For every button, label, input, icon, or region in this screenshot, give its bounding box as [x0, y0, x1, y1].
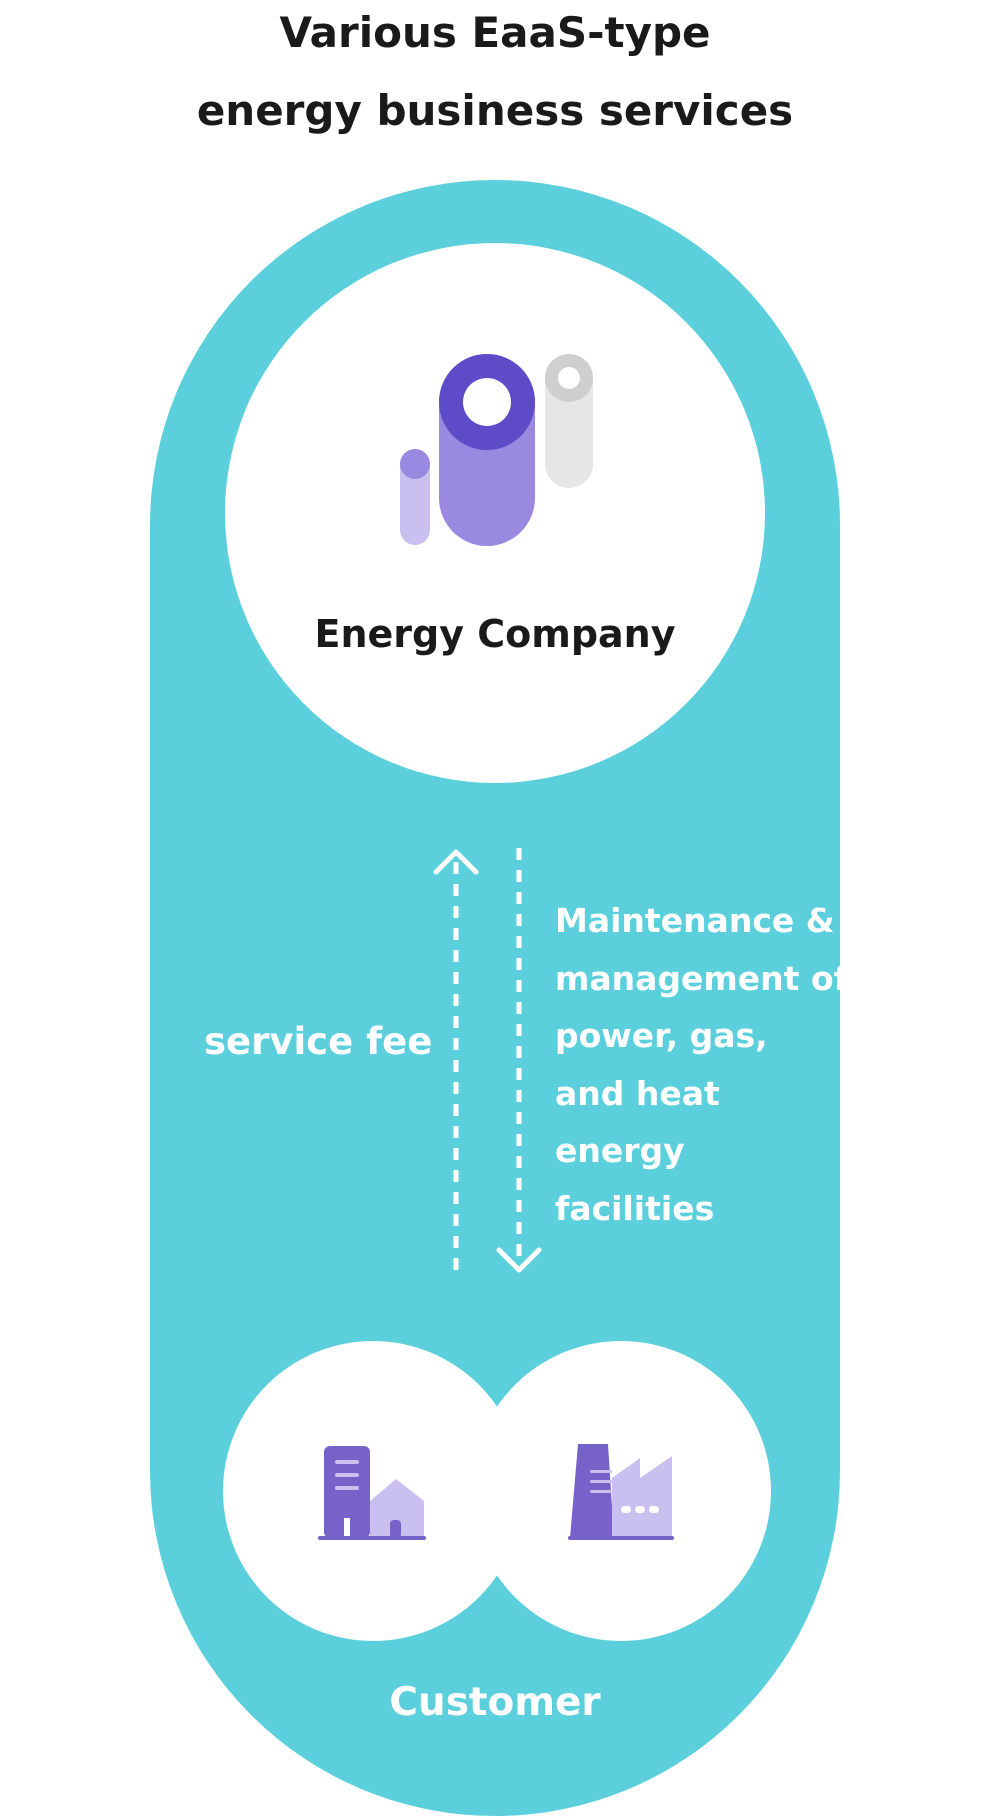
maintenance-line: management of — [555, 958, 848, 998]
customer-circle-left — [223, 1341, 523, 1641]
building-and-house-icon — [318, 1446, 426, 1540]
title-line-2: energy business services — [196, 86, 794, 135]
title-line-1: Various EaaS-type — [279, 8, 711, 57]
service-fee-label: service fee — [204, 1020, 433, 1063]
energy-company-label: Energy Company — [314, 612, 676, 656]
dashed-arrow-down-icon — [496, 848, 542, 1273]
maintenance-line: facilities — [555, 1188, 715, 1228]
maintenance-line: Maintenance & — [555, 901, 835, 940]
maintenance-line: energy — [555, 1131, 685, 1170]
cylinder-tanks-icon — [400, 354, 593, 546]
dashed-arrow-up-icon — [433, 849, 479, 1276]
factory-icon — [568, 1444, 674, 1540]
customer-label: Customer — [389, 1680, 601, 1725]
maintenance-description: Maintenance & management of power, gas, … — [555, 892, 855, 1237]
maintenance-line: and heat — [555, 1073, 720, 1113]
maintenance-line: power, gas, — [555, 1016, 768, 1055]
